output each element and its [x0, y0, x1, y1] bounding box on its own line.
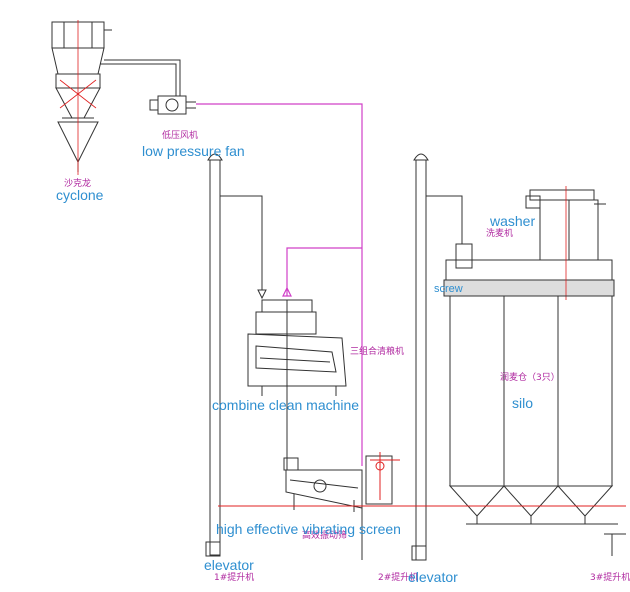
vibrating-screen [283, 457, 363, 512]
fan-label-cn: 低压风机 [162, 131, 199, 141]
washer-label: washer [490, 213, 536, 229]
silo-label: silo [512, 395, 534, 411]
silo [448, 295, 626, 556]
elevator3-label-cn: 3#提升机 [590, 573, 630, 583]
elevator-1 [205, 153, 267, 557]
cyclone-label: cyclone [56, 187, 104, 203]
elevator2-label: elevator [408, 569, 458, 585]
cyclone-label-cn: 沙克龙 [64, 179, 92, 189]
elevator2-label-cn: 2#提升机 [378, 573, 419, 583]
washer [443, 186, 615, 300]
silo-label-cn: 润麦仓（3只） [500, 373, 560, 383]
clean-machine-label: combine clean machine [212, 397, 360, 413]
combine-clean-machine [247, 299, 347, 470]
elevator-2 [361, 153, 463, 561]
vib-screen-label-cn: 高效振动筛 [302, 531, 348, 541]
washer-label-cn: 洗麦机 [486, 229, 514, 239]
vib-screen-label: high effective vibrating screen [216, 521, 401, 537]
cyclone [51, 20, 112, 175]
fan-label: low pressure fan [142, 143, 245, 159]
clean-machine-label-cn: 三组合清粮机 [350, 347, 405, 357]
low-pressure-fan [149, 95, 196, 115]
elevator1-label: elevator [204, 557, 254, 573]
screw-label: screw [434, 283, 463, 295]
air-duct [196, 103, 363, 466]
elevator1-label-cn: 1#提升机 [214, 573, 255, 583]
